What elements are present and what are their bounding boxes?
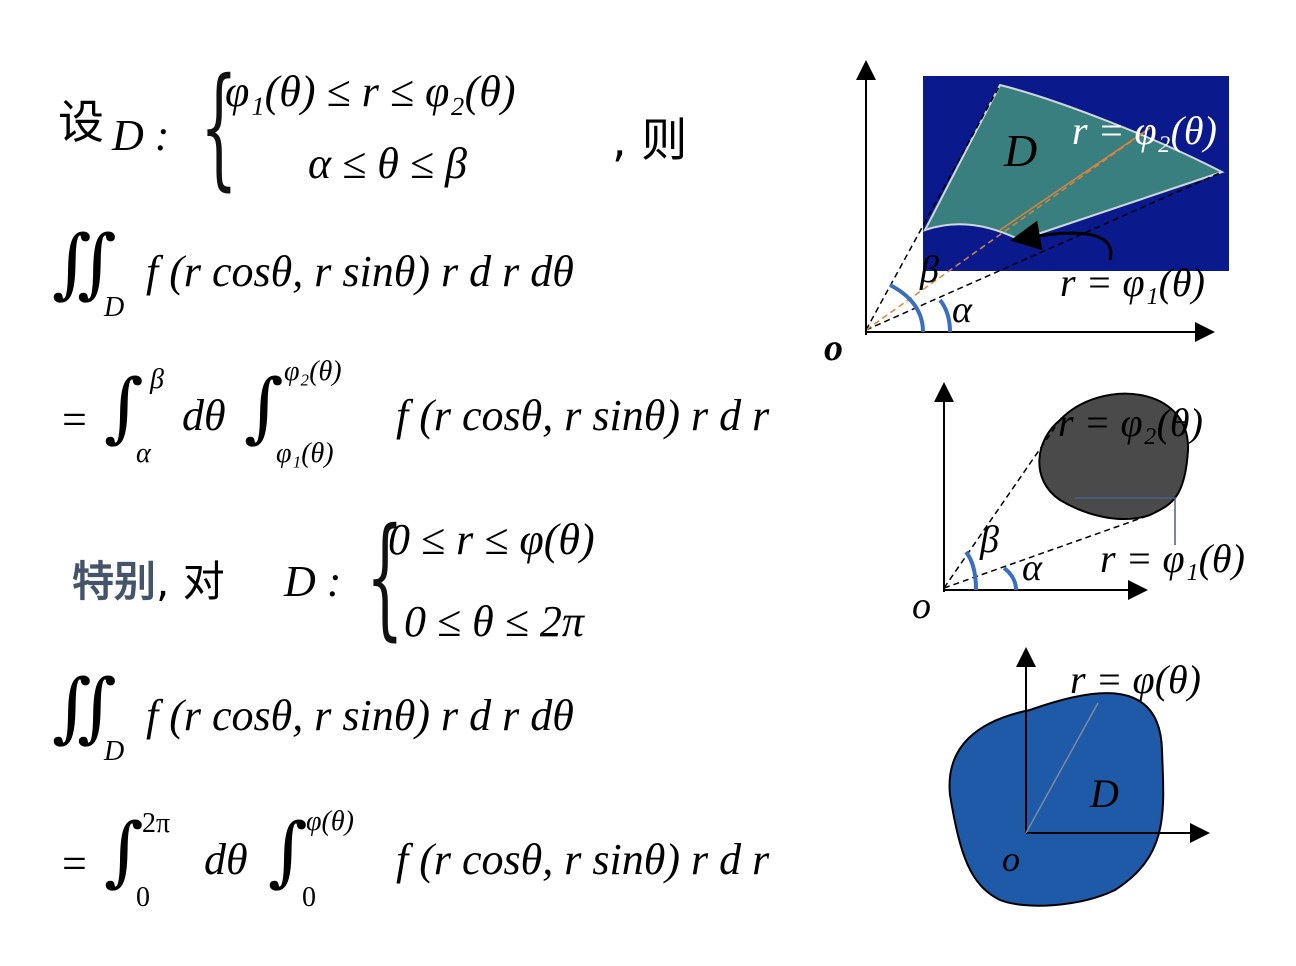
label-alpha: α <box>1022 547 1043 589</box>
arc-alpha <box>1002 566 1018 591</box>
ray-alpha <box>943 514 1151 589</box>
arc-beta <box>889 283 925 333</box>
text-tebie: 特别 <box>72 557 157 606</box>
figure-origin-inside: r = φ(θ) D o <box>948 647 1210 907</box>
label-outer-curve: r = φ₂(θ) <box>1072 108 1217 153</box>
integral-sign-outer: ∫ <box>104 806 144 895</box>
label-origin: o <box>912 585 931 627</box>
equals-sign: = <box>62 395 87 444</box>
condition-theta: α ≤ θ ≤ β <box>308 139 467 188</box>
lower-limit-outer: α <box>136 438 151 469</box>
ray-center-dashed <box>865 127 1151 331</box>
radius-line <box>1025 702 1099 834</box>
label-origin: o <box>824 327 843 369</box>
d-theta: dθ <box>204 835 248 884</box>
symbol-D: D : <box>112 111 170 160</box>
ray-beta <box>943 419 1061 589</box>
arc-beta <box>964 550 978 591</box>
condition-r: 0 ≤ r ≤ φ(θ) <box>388 515 595 564</box>
ray-center-solid <box>999 127 1151 231</box>
region-D <box>1038 392 1190 521</box>
integral-sign-inner: ∫ <box>244 362 284 451</box>
integrand: f (r cosθ, r sinθ) r d r dθ <box>146 691 574 740</box>
figure-annular-sector: D r = φ₂(θ) r = φ₁(θ) β α o <box>824 60 1229 369</box>
ray-alpha <box>865 171 1223 331</box>
pointer-arrow <box>1010 220 1113 261</box>
left-brace: { <box>366 500 404 654</box>
condition-r: φ₁(θ) ≤ r ≤ φ₂(θ) <box>225 67 516 116</box>
integrand: f (r cosθ, r sinθ) r d r <box>396 835 770 884</box>
left-brace: { <box>200 50 238 204</box>
equals-sign: = <box>62 839 87 888</box>
label-beta: β <box>919 249 939 291</box>
ray-beta <box>865 84 1001 331</box>
text-ze: , 则 <box>612 113 688 167</box>
arc-alpha <box>938 298 952 333</box>
label-D: D <box>1089 771 1119 816</box>
upper-limit-inner: φ₂(θ) <box>284 356 342 387</box>
symbol-D: D : <box>284 557 342 606</box>
region-D <box>922 83 1225 242</box>
label-inner-curve: r = φ₁(θ) <box>1060 260 1205 305</box>
label-beta: β <box>979 519 999 561</box>
integral-domain-D: D <box>104 292 125 323</box>
label-inner-curve: r = φ₁(θ) <box>1100 536 1245 581</box>
lower-limit-inner: φ₁(θ) <box>276 438 334 469</box>
upper-limit-inner: φ(θ) <box>306 806 354 837</box>
integrand: f (r cosθ, r sinθ) r d r <box>396 391 770 440</box>
integrand: f (r cosθ, r sinθ) r d r dθ <box>146 247 574 296</box>
condition-theta: 0 ≤ θ ≤ 2π <box>404 597 584 646</box>
label-curve: r = φ(θ) <box>1070 657 1201 702</box>
figure-polar-region: r = φ₂(θ) r = φ₁(θ) β α o <box>912 382 1245 627</box>
label-alpha: α <box>952 289 973 331</box>
integral-domain-D: D <box>104 736 125 767</box>
label-outer-curve: r = φ₂(θ) <box>1058 400 1203 445</box>
text-she: 设 <box>58 95 104 149</box>
lower-limit-outer: 0 <box>136 882 150 913</box>
double-integral-sign: ∬ <box>52 218 117 307</box>
double-integral-sign: ∬ <box>52 662 117 751</box>
lower-limit-inner: 0 <box>302 882 316 913</box>
text-dui: , 对 <box>156 557 225 606</box>
region-D <box>948 692 1165 907</box>
upper-limit-outer: 2π <box>142 808 171 839</box>
label-origin: o <box>1002 839 1020 879</box>
upper-limit-outer: β <box>150 364 164 395</box>
label-D: D <box>1003 125 1037 176</box>
pointer-line <box>1075 497 1176 545</box>
d-theta: dθ <box>182 391 226 440</box>
integral-sign-outer: ∫ <box>104 362 144 451</box>
integral-sign-inner: ∫ <box>268 806 308 895</box>
